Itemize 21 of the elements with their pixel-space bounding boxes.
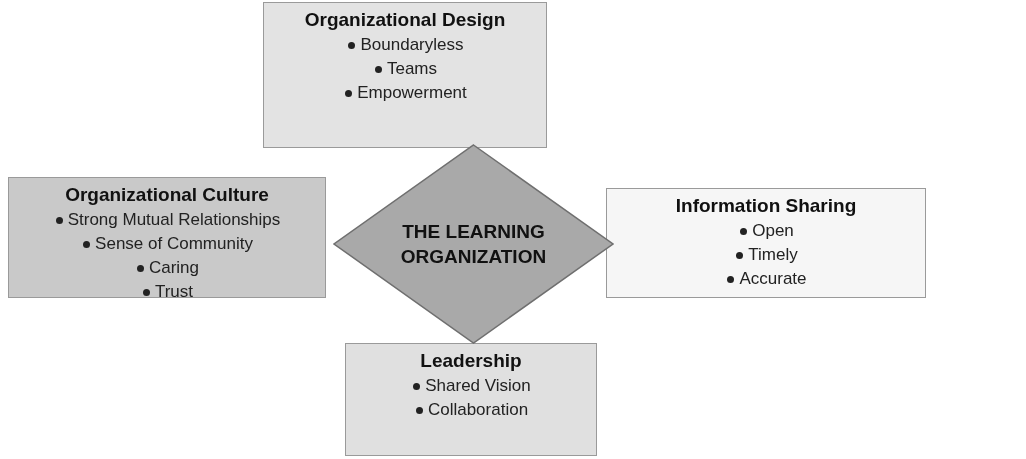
category-box [8, 177, 326, 298]
bullet-item: Trust [140, 280, 194, 304]
bullet-item: Boundaryless [346, 33, 464, 57]
bullet-item: Collaboration [413, 398, 529, 422]
category-box [263, 2, 547, 148]
bullet-item: Strong Mutual Relationships [53, 208, 281, 232]
bullet-item: Sense of Community [81, 232, 253, 256]
bullet-item: Open [738, 219, 794, 243]
box-heading: Organizational Design [304, 9, 506, 31]
category-box [345, 343, 597, 456]
bullet-item: Teams [372, 57, 438, 81]
bullet-item: Shared Vision [411, 374, 531, 398]
bullet-item: Timely [734, 243, 798, 267]
bullet-item: Accurate [725, 267, 807, 291]
category-box [606, 188, 926, 298]
box-heading: Leadership [420, 350, 522, 372]
box-heading: Organizational Culture [65, 184, 269, 206]
bullet-item: Empowerment [343, 81, 467, 105]
box-heading: Information Sharing [675, 195, 857, 217]
diamond-label: THE LEARNING ORGANIZATION [399, 220, 548, 269]
bullet-item: Caring [134, 256, 200, 280]
